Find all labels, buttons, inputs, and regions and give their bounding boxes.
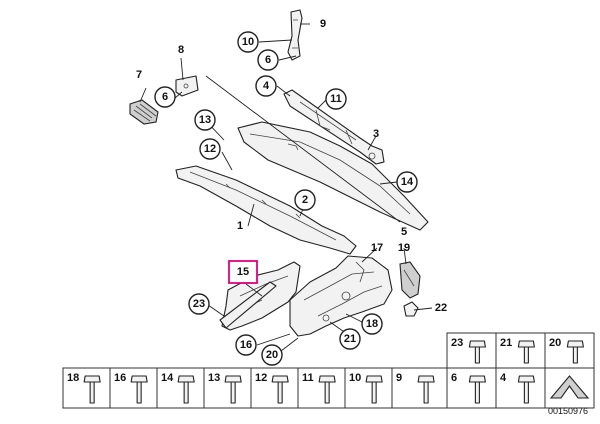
legend-label: 23 [451, 337, 463, 349]
part-label-1: 1 [237, 220, 243, 232]
legend-label: 18 [67, 372, 79, 384]
catalog-number: 00150976 [548, 406, 588, 416]
callout-label: 14 [401, 176, 414, 188]
legend-cell-9: 9 [391, 367, 448, 409]
trim-part-1 [175, 165, 357, 255]
highlight-box-15: 15 [228, 260, 258, 284]
part-label-9: 9 [320, 18, 326, 30]
legend-label: 14 [161, 372, 174, 384]
callout-14: 14 [396, 171, 418, 193]
legend-cell-13: 13 [203, 367, 252, 409]
legend-cell-18: 18 [62, 367, 111, 409]
legend-cell-16: 16 [109, 367, 158, 409]
part-label-17: 17 [371, 242, 383, 254]
legend-label: 10 [349, 372, 361, 384]
legend-label: 4 [500, 372, 507, 384]
legend-cell-arrow [544, 367, 595, 409]
callout-label: 10 [242, 36, 254, 48]
callout-6: 6 [154, 86, 176, 108]
legend-cell-10: 10 [344, 367, 393, 409]
callout-11: 11 [325, 88, 347, 110]
callout-label: 12 [204, 143, 216, 155]
clip-part-22 [403, 301, 419, 317]
support-bracket-part-4 [283, 89, 385, 165]
callout-13: 13 [194, 109, 216, 131]
grille-part-7 [129, 99, 159, 125]
callout-20: 20 [261, 344, 283, 366]
callout-label: 6 [162, 91, 168, 103]
legend-label: 16 [114, 372, 126, 384]
part-label-5: 5 [401, 226, 407, 238]
callout-label: 4 [263, 80, 270, 92]
callout-18: 18 [361, 313, 383, 335]
frame-part-17 [289, 255, 393, 337]
bracket-part-9 [287, 9, 303, 61]
seal-strip-part-23 [219, 281, 277, 329]
legend-label: 20 [549, 337, 561, 349]
callout-label: 20 [266, 349, 278, 361]
callout-label: 16 [240, 339, 252, 351]
leader-lines [139, 23, 433, 352]
legend-cell-4: 4 [495, 367, 546, 409]
legend-top-row: 23 21 20 [446, 332, 595, 369]
callout-label: 2 [302, 194, 308, 206]
legend-cell-12: 12 [250, 367, 299, 409]
callout-10: 10 [237, 31, 259, 53]
legend-label: 9 [396, 372, 402, 384]
part-label-3: 3 [373, 128, 379, 140]
callout-label: 18 [366, 318, 378, 330]
callout-4: 4 [255, 75, 277, 97]
legend-cell-11: 11 [297, 367, 346, 409]
legend-cell-23: 23 [446, 332, 497, 369]
part-label-22: 22 [435, 302, 447, 314]
part-label-7: 7 [136, 69, 142, 81]
callout-2: 2 [294, 189, 316, 211]
legend-label: 13 [208, 372, 220, 384]
trim-panel-part-3 [237, 121, 429, 231]
callout-12: 12 [199, 138, 221, 160]
legend-cell-21: 21 [495, 332, 546, 369]
legend-bottom-row: 181614131211109642 [62, 367, 595, 409]
part-label-19: 19 [398, 242, 410, 254]
legend-label: 21 [500, 337, 512, 349]
callout-16: 16 [235, 334, 257, 356]
legend-label: 11 [302, 372, 314, 384]
callout-21: 21 [339, 328, 361, 350]
legend-cell-20: 20 [544, 332, 595, 369]
legend-label: 6 [451, 372, 457, 384]
callout-6: 6 [257, 49, 279, 71]
callout-label: 21 [344, 333, 356, 345]
legend-label: 12 [255, 372, 267, 384]
callout-label: 11 [330, 93, 342, 105]
callout-label: 23 [193, 298, 205, 310]
legend-cell-6: 6 [446, 367, 497, 409]
callout-label: 6 [265, 54, 271, 66]
callout-label: 13 [199, 114, 211, 126]
highlighted-label: 15 [237, 266, 249, 278]
cap-part-19 [399, 261, 421, 299]
part-label-8: 8 [178, 44, 184, 56]
legend-cell-14: 14 [156, 367, 205, 409]
clip-part-8 [175, 75, 199, 97]
callout-23: 23 [188, 293, 210, 315]
